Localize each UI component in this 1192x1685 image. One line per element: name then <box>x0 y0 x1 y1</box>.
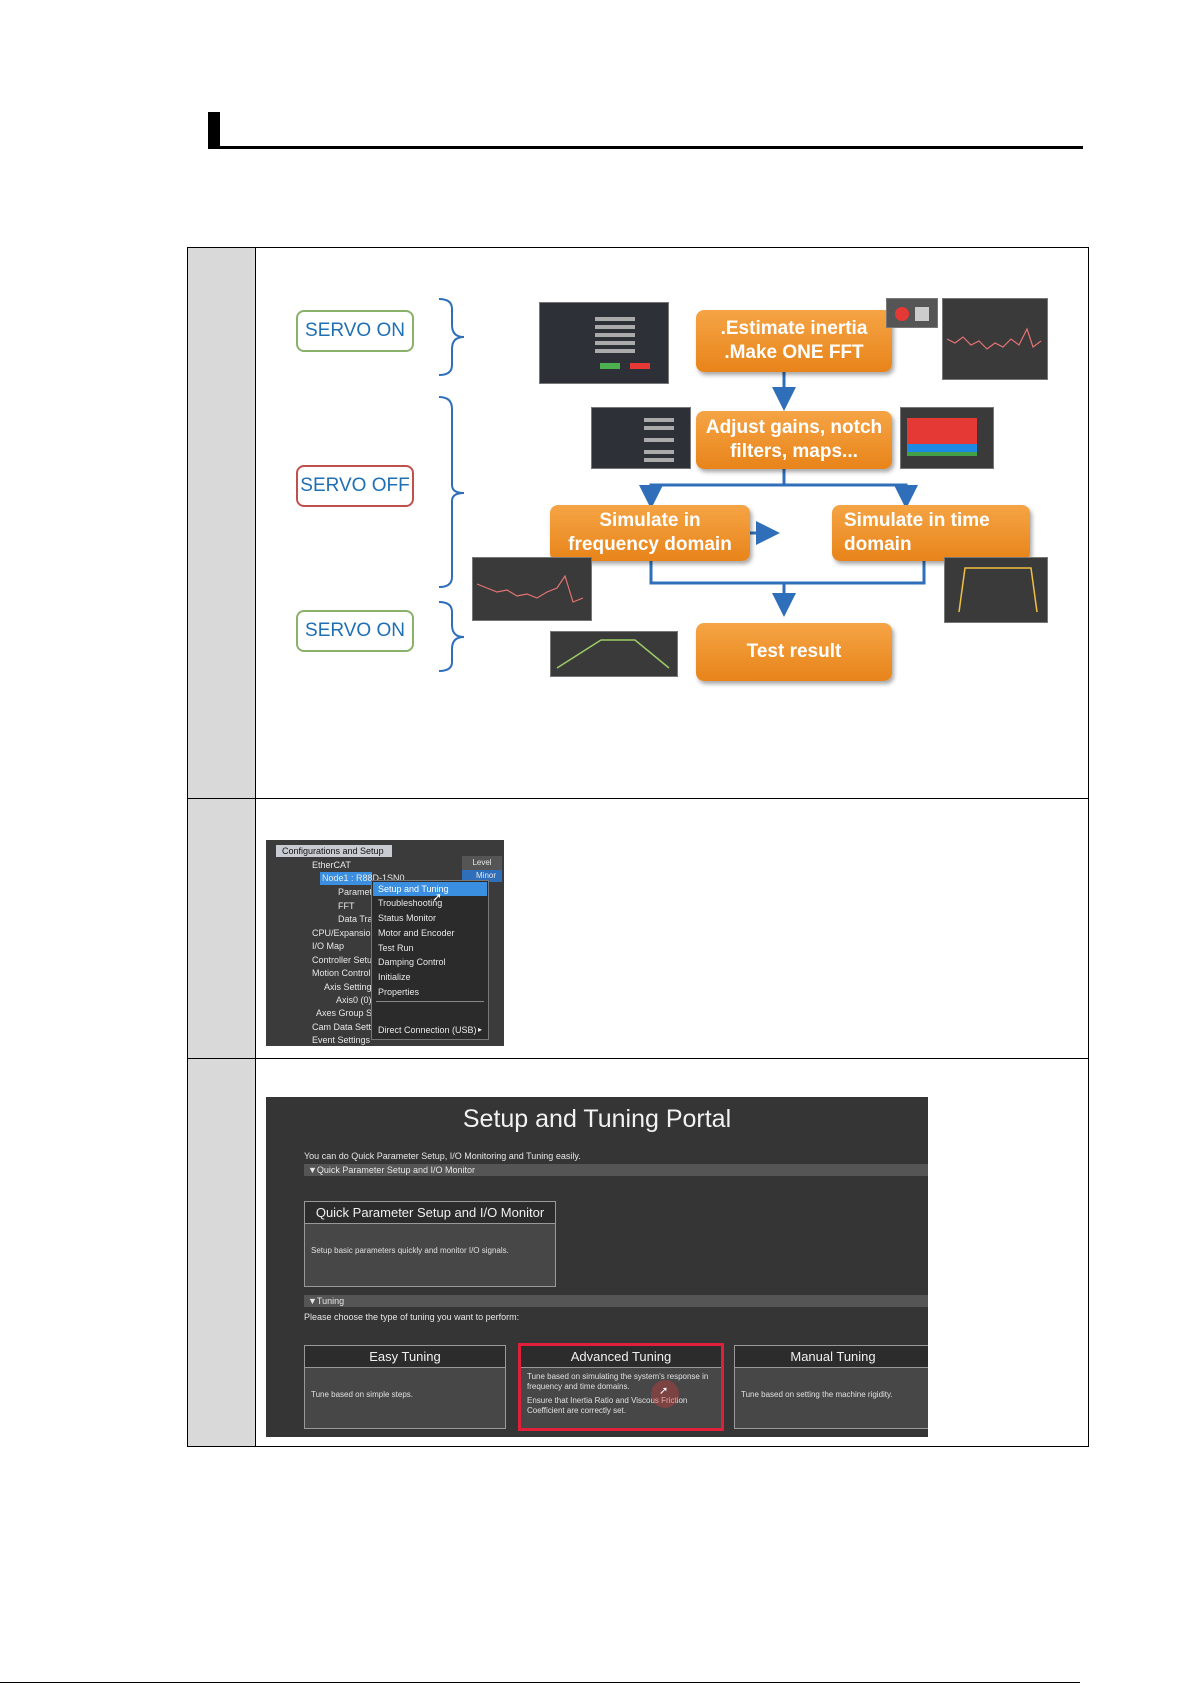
manual-tuning-card[interactable]: Manual Tuning Tune based on setting the … <box>734 1345 928 1429</box>
quick-parameter-card[interactable]: Quick Parameter Setup and I/O Monitor Se… <box>304 1201 556 1287</box>
procedure-table <box>187 247 1089 1447</box>
tree-item[interactable]: Data Trac <box>338 914 378 924</box>
context-menu: Setup and Tuning Troubleshooting Status … <box>371 880 489 1040</box>
easy-tuning-card[interactable]: Easy Tuning Tune based on simple steps. <box>304 1345 506 1429</box>
tuning-prompt: Please choose the type of tuning you wan… <box>304 1312 520 1322</box>
manual-tuning-title: Manual Tuning <box>735 1346 928 1368</box>
step-test-result: Test result <box>696 623 892 681</box>
heading-marker <box>208 112 220 149</box>
frequency-sim-thumbnail <box>472 557 592 621</box>
gain-map-thumbnail <box>900 407 994 469</box>
tree-item[interactable]: Controller Setup <box>312 955 378 965</box>
menu-item-properties[interactable]: Properties <box>378 987 420 997</box>
step-estimate-inertia: .Estimate inertia .Make ONE FFT <box>696 310 892 372</box>
submenu-arrow-icon: ▸ <box>478 1025 483 1034</box>
level-header: Level <box>462 856 502 870</box>
menu-item-troubleshooting[interactable]: Troubleshooting <box>378 898 443 908</box>
quick-parameter-card-title: Quick Parameter Setup and I/O Monitor <box>305 1202 555 1224</box>
advanced-tuning-desc-1: Tune based on simulating the system's re… <box>527 1372 709 1391</box>
menu-item-damping-control[interactable]: Damping Control <box>378 957 446 967</box>
menu-item-initialize[interactable]: Initialize <box>378 972 411 982</box>
tree-item[interactable]: Axis0 (0) <box>336 995 372 1005</box>
tree-item[interactable]: EtherCAT <box>312 860 351 870</box>
mouse-cursor-icon: ➚ <box>659 1385 669 1397</box>
brace-group <box>438 298 465 672</box>
step-simulate-frequency: Simulate in frequency domain <box>550 505 750 561</box>
section-quick-setup[interactable]: ▼Quick Parameter Setup and I/O Monitor <box>304 1164 928 1176</box>
tree-item[interactable]: Paramete <box>338 887 378 897</box>
tree-item[interactable]: Event Settings <box>312 1035 371 1045</box>
tree-item[interactable]: Axes Group S <box>316 1008 373 1018</box>
step-simulate-time: Simulate in time domain <box>832 505 1030 561</box>
advanced-tuning-desc-2: Ensure that Inertia Ratio and Viscous Fr… <box>527 1396 688 1415</box>
menu-separator <box>376 1001 484 1002</box>
step-number-column <box>188 248 256 1446</box>
record-button-thumbnail <box>886 298 938 328</box>
servo-on-label: SERVO ON <box>296 310 414 352</box>
portal-subtitle: You can do Quick Parameter Setup, I/O Mo… <box>304 1151 581 1161</box>
context-menu-screenshot: Configurations and Setup EtherCAT Node1 … <box>266 840 504 1046</box>
step-adjust-gains: Adjust gains, notch filters, maps... <box>696 411 892 469</box>
setup-and-tuning-portal: Setup and Tuning Portal You can do Quick… <box>266 1097 928 1437</box>
tree-item[interactable]: FFT <box>338 901 355 911</box>
gain-settings-thumbnail <box>591 407 691 469</box>
advanced-tuning-card[interactable]: Advanced Tuning Tune based on simulating… <box>518 1343 724 1431</box>
footer-rule <box>0 1682 1080 1683</box>
tree-item[interactable]: I/O Map <box>312 941 345 951</box>
manual-tuning-desc: Tune based on setting the machine rigidi… <box>741 1390 893 1399</box>
servo-on-label-2: SERVO ON <box>296 610 414 652</box>
quick-parameter-card-desc: Setup basic parameters quickly and monit… <box>311 1246 509 1255</box>
tuning-flowchart: SERVO ON SERVO OFF SERVO ON .Estimate in… <box>256 275 1056 715</box>
test-result-thumbnail <box>550 631 678 677</box>
menu-item-motor-and-encoder[interactable]: Motor and Encoder <box>378 928 455 938</box>
menu-item-setup-and-tuning[interactable]: Setup and Tuning <box>373 882 487 896</box>
tree-item[interactable]: Motion Control S <box>312 968 380 978</box>
row-divider <box>188 1058 1088 1059</box>
menu-item-direct-connection[interactable]: Direct Connection (USB) <box>378 1025 477 1035</box>
click-highlight <box>651 1380 679 1408</box>
tree-item[interactable]: Axis Settings <box>324 982 377 992</box>
section-tuning[interactable]: ▼Tuning <box>304 1295 928 1307</box>
tree-item[interactable]: CPU/Expansion R <box>312 928 385 938</box>
minor-badge: Minor <box>462 870 502 882</box>
menu-item-status-monitor[interactable]: Status Monitor <box>378 913 437 923</box>
easy-tuning-title: Easy Tuning <box>305 1346 505 1368</box>
tree-header: Configurations and Setup <box>276 845 392 857</box>
portal-title: Setup and Tuning Portal <box>462 1105 732 1133</box>
easy-tuning-desc: Tune based on simple steps. <box>311 1390 413 1399</box>
tree-item[interactable]: Cam Data Setting <box>312 1022 384 1032</box>
time-sim-thumbnail <box>944 557 1048 623</box>
advanced-tuning-title: Advanced Tuning <box>521 1346 721 1368</box>
tree-item-selected[interactable]: Node1 : R88D-1SN0 <box>320 872 405 885</box>
heading-rule <box>208 146 1083 149</box>
mouse-cursor-icon: ➚ <box>432 890 443 904</box>
servo-off-label: SERVO OFF <box>296 465 414 507</box>
row-divider <box>188 798 1088 799</box>
menu-item-test-run[interactable]: Test Run <box>378 943 414 953</box>
inertia-dialog-thumbnail <box>539 302 669 384</box>
fft-plot-thumbnail <box>942 298 1048 380</box>
